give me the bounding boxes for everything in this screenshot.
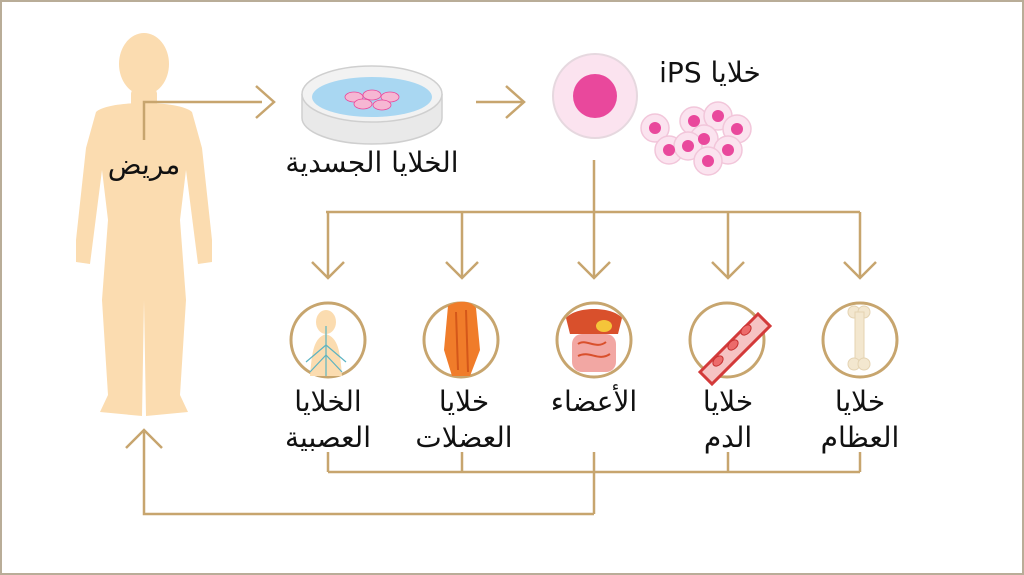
nerve-cells-line1: الخلايا [294, 385, 362, 418]
petri-dish-icon [301, 65, 443, 145]
organs-label: الأعضاء [530, 384, 658, 420]
nerve-cells-icon [305, 310, 347, 376]
flow-arrows [125, 85, 877, 516]
patient-label: مريض [107, 148, 181, 181]
bone-cells-label: خلايا العظام [796, 384, 924, 456]
muscle-cells-line2: العضلات [415, 421, 513, 454]
patient-body-icon [76, 33, 212, 416]
somatic-cells-label: الخلايا الجسدية [285, 146, 459, 179]
muscle-cells-line1: خلايا [438, 385, 490, 418]
blood-cells-label: خلايا الدم [664, 384, 792, 456]
muscle-cells-label: خلايا العضلات [398, 384, 530, 456]
blood-cells-line1: خلايا [702, 385, 754, 418]
nerve-cells-line2: العصبية [284, 421, 371, 454]
organs-icon [566, 309, 622, 372]
ips-cell-icon [552, 53, 638, 139]
ips-cells-label: خلايا iPS [659, 56, 761, 89]
blood-cells-line2: الدم [703, 421, 753, 454]
bone-cells-line2: العظام [820, 421, 900, 454]
bone-icon [847, 305, 871, 371]
ips-cluster-icon [640, 101, 752, 176]
blood-circle [688, 301, 766, 379]
muscle-icon [444, 301, 480, 376]
blood-vessel-icon [697, 311, 773, 387]
bone-cells-line1: خلايا [834, 385, 886, 418]
organs-line1: الأعضاء [550, 385, 638, 418]
nerve-cells-label: الخلايا العصبية [262, 384, 394, 456]
